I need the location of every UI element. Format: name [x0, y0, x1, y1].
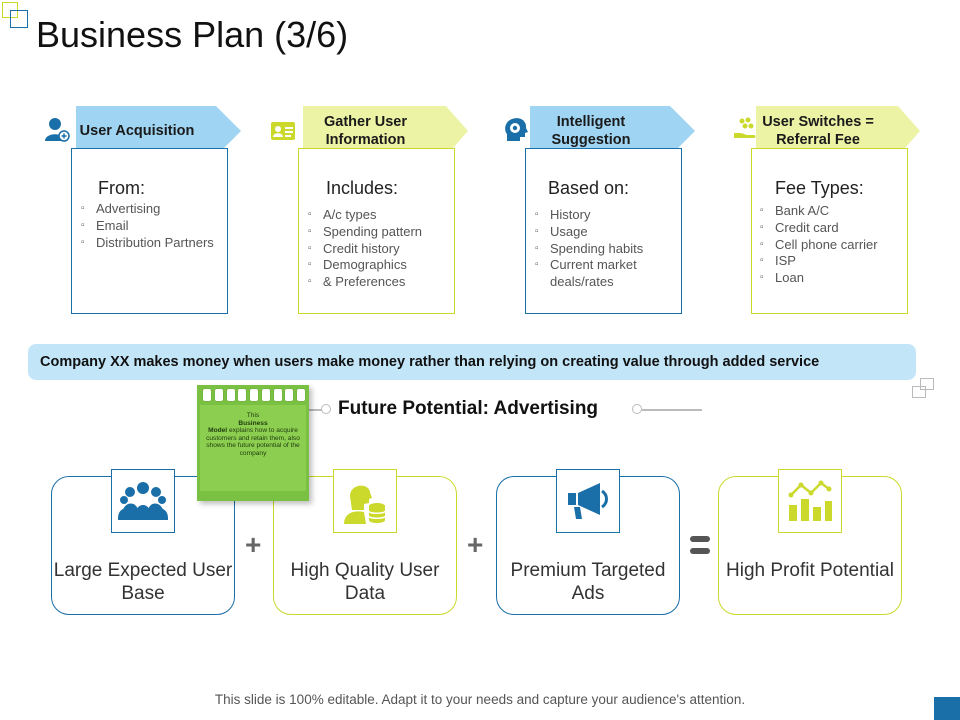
plus-operator: +	[245, 529, 262, 560]
user-database-icon	[344, 485, 386, 524]
card-heading: Includes:	[326, 178, 399, 198]
connector-dot	[321, 404, 331, 414]
list-item: Spending pattern	[308, 224, 448, 241]
section-heading: Future Potential: Advertising	[338, 398, 599, 419]
step-title: User Acquisition	[79, 122, 195, 139]
step-title: User Switches = Referral Fee	[762, 113, 874, 148]
list-item: & Preferences	[308, 274, 448, 291]
list-item: Usage	[535, 224, 675, 241]
users-group-icon	[118, 482, 168, 520]
page-title: Business Plan (3/6)	[36, 14, 349, 55]
sticky-note-paper	[200, 405, 306, 491]
growth-chart-icon	[788, 480, 832, 521]
feature-label: Large Expected User Base	[53, 560, 233, 604]
step-banner: User Acquisition	[76, 106, 216, 156]
id-card-icon	[271, 122, 295, 140]
list-item: Advertising	[81, 201, 221, 218]
list-item: Loan	[760, 270, 905, 287]
step-title: Intelligent Suggestion	[551, 113, 631, 148]
step-banner: Gather User Information	[303, 106, 446, 156]
card-list: A/c types Spending pattern Credit histor…	[308, 207, 448, 291]
feature-icon-frame	[333, 469, 397, 533]
card-heading: Fee Types:	[775, 178, 864, 198]
footer-accent	[934, 697, 960, 720]
list-item: Distribution Partners	[81, 235, 221, 252]
equals-operator	[690, 536, 710, 560]
list-item: Cell phone carrier	[760, 237, 905, 254]
footer-text: This slide is 100% editable. Adapt it to…	[214, 692, 746, 707]
step-title: Gather User Information	[323, 113, 407, 148]
sticky-note-rings	[200, 389, 308, 403]
connector-dot	[632, 404, 642, 414]
list-item: Current market deals/rates	[535, 257, 675, 291]
card-list: History Usage Spending habits Current ma…	[535, 207, 675, 291]
list-item: Spending habits	[535, 241, 675, 258]
sticky-note-text: This Business Model explains how to acqu…	[206, 412, 300, 457]
list-item: History	[535, 207, 675, 224]
head-gear-icon	[505, 118, 528, 141]
divider	[642, 409, 702, 411]
card-list: Bank A/C Credit card Cell phone carrier …	[760, 203, 905, 287]
feature-icon-frame	[778, 469, 842, 533]
card-heading: Based on:	[548, 178, 630, 198]
feature-label: High Quality User Data	[290, 560, 440, 604]
corner-decoration	[0, 0, 32, 32]
list-item: Bank A/C	[760, 203, 905, 220]
list-item: Email	[81, 218, 221, 235]
list-item: Demographics	[308, 257, 448, 274]
megaphone-icon	[568, 483, 608, 519]
list-item: Credit card	[760, 220, 905, 237]
list-item: A/c types	[308, 207, 448, 224]
summary-banner: Company XX makes money when users make m…	[28, 344, 916, 380]
list-item: Credit history	[308, 241, 448, 258]
step-banner: Intelligent Suggestion	[530, 106, 670, 156]
plus-operator: +	[467, 529, 484, 560]
money-hand-icon	[734, 117, 756, 138]
list-item: ISP	[760, 253, 905, 270]
card-list: Advertising Email Distribution Partners	[81, 201, 221, 251]
feature-icon-frame	[556, 469, 620, 533]
feature-icon-frame	[111, 469, 175, 533]
feature-label: Premium Targeted Ads	[510, 560, 666, 604]
user-add-icon	[45, 118, 70, 142]
divider	[308, 409, 328, 411]
feature-label: High Profit Potential	[726, 560, 894, 581]
step-banner: User Switches = Referral Fee	[756, 106, 898, 156]
side-decoration	[910, 376, 938, 404]
card-heading: From:	[98, 178, 145, 198]
